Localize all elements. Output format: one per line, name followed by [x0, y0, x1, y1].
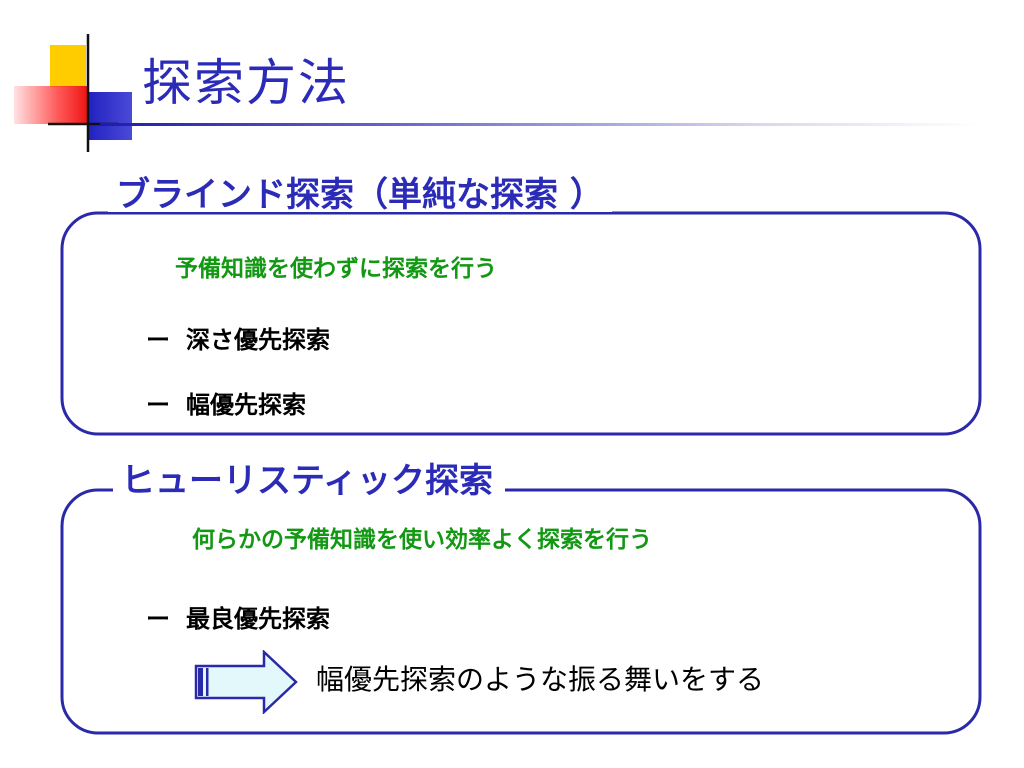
list-item-depth-first: ー深さ優先探索	[146, 328, 330, 352]
list-item-label: 幅優先探索	[186, 391, 306, 419]
dash-bullet: ー	[146, 391, 170, 419]
list-item-label: 深さ優先探索	[186, 326, 330, 354]
section-title-heuristic-search: ヒューリスティック探索	[113, 464, 505, 498]
section-description-blind-search: 予備知識を使わずに探索を行う	[175, 256, 497, 282]
decorative-logo-icon	[14, 34, 132, 152]
right-arrow-icon	[194, 650, 298, 714]
slide-title: 探索方法	[142, 54, 350, 112]
title-underline	[100, 123, 980, 126]
logo-yellow-square	[50, 45, 86, 87]
arrow-note: 幅優先探索のような振る舞いをする	[316, 663, 765, 696]
logo-blue-square	[87, 92, 132, 140]
section-description-heuristic-search: 何らかの予備知識を使い効率よく探索を行う	[192, 527, 652, 553]
section-title-blind-search: ブラインド探索（単純な探索 ）	[108, 178, 612, 212]
list-item-breadth-first: ー幅優先探索	[146, 393, 306, 417]
logo-red-band	[14, 86, 88, 124]
dash-bullet: ー	[146, 326, 170, 354]
list-item-label: 最良優先探索	[186, 605, 330, 633]
dash-bullet: ー	[146, 605, 170, 633]
list-item-best-first: ー最良優先探索	[146, 607, 330, 631]
